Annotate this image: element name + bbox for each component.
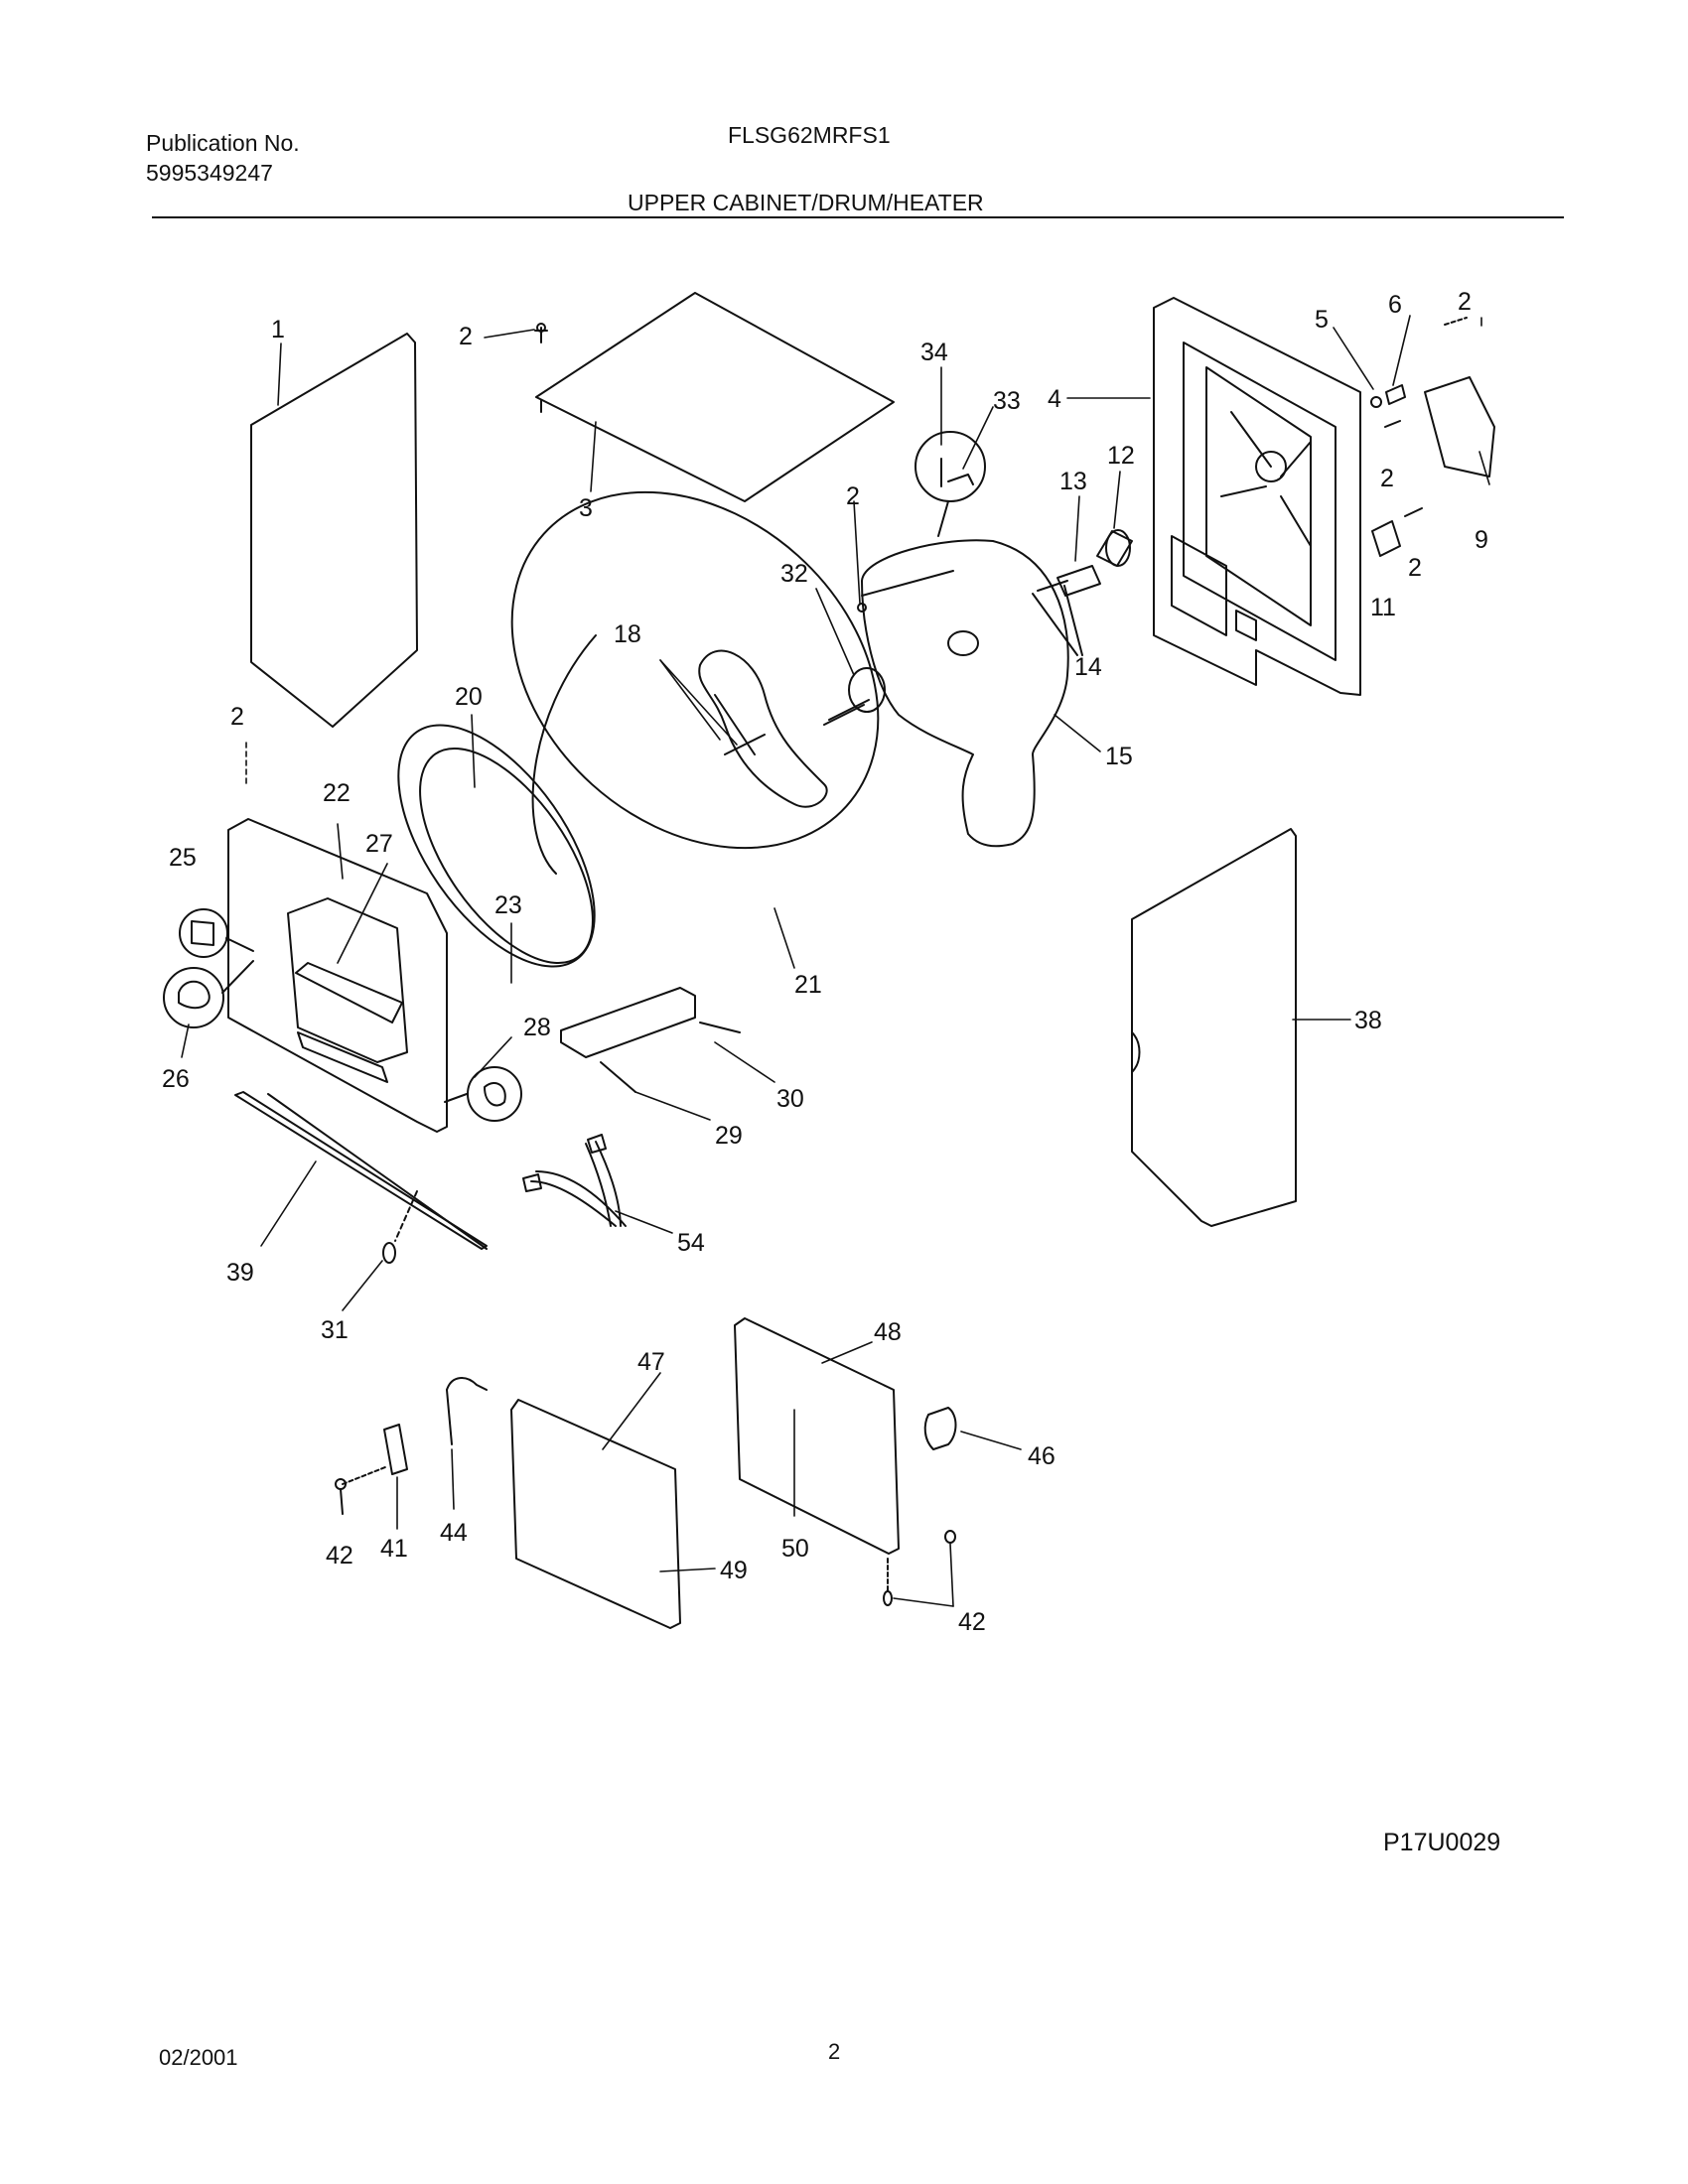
callout-part-28: 28 [523, 1014, 551, 1041]
callout-part-18: 18 [614, 620, 641, 648]
header-rule [152, 216, 1564, 218]
callout-part-2: 2 [1380, 465, 1394, 492]
front-bulkhead-part-22 [227, 818, 448, 1133]
callout-part-47: 47 [637, 1348, 665, 1376]
callout-part-25: 25 [169, 844, 197, 872]
callout-part-3: 3 [579, 494, 593, 522]
callout-part-30: 30 [776, 1085, 804, 1113]
side-panel-part-38 [1131, 828, 1297, 1227]
heater-cover-part-47 [510, 1399, 681, 1629]
callout-part-4: 4 [1048, 385, 1061, 413]
publication-label: Publication No. [146, 130, 300, 156]
footer-date: 02/2001 [159, 2045, 238, 2070]
heater-panel-parts-48-50 [734, 1317, 900, 1555]
callout-part-27: 27 [365, 830, 393, 858]
tube-part-44 [446, 1377, 488, 1445]
callout-part-6: 6 [1388, 291, 1402, 319]
side-panel-part-1 [250, 333, 418, 728]
callout-part-54: 54 [677, 1229, 705, 1257]
callout-part-48: 48 [874, 1318, 902, 1346]
heater-bracket-30-29 [560, 987, 741, 1093]
callout-part-5: 5 [1315, 306, 1329, 334]
callout-part-23: 23 [494, 891, 522, 919]
page-number: 2 [828, 2039, 841, 2064]
callout-part-2: 2 [1408, 554, 1422, 582]
callout-part-50: 50 [781, 1535, 809, 1563]
illustration-code: P17U0029 [1383, 1829, 1501, 1856]
callout-part-14: 14 [1074, 653, 1102, 681]
callout-part-39: 39 [226, 1259, 254, 1287]
callout-part-2: 2 [846, 482, 860, 510]
callout-part-42: 42 [958, 1608, 986, 1636]
rear-bearing-part-32 [823, 667, 886, 726]
detail-circle-28 [444, 1066, 522, 1122]
idler-assembly-12-13-14 [1032, 529, 1133, 656]
detail-circle-34-33 [914, 431, 986, 537]
callout-part-29: 29 [715, 1122, 743, 1150]
duct-strip-part-39 [234, 1091, 488, 1250]
model-number: FLSG62MRFS1 [728, 122, 891, 148]
cover-plate-part-9 [1424, 376, 1495, 478]
callout-part-2: 2 [459, 323, 473, 350]
hardware-5-6 [1370, 317, 1468, 428]
callout-part-46: 46 [1028, 1442, 1055, 1470]
callout-part-44: 44 [440, 1519, 468, 1547]
callout-part-1: 1 [271, 316, 285, 343]
callout-part-12: 12 [1107, 442, 1135, 470]
callout-part-26: 26 [162, 1065, 190, 1093]
detail-circles-25-26 [163, 908, 254, 1028]
callout-part-22: 22 [323, 779, 351, 807]
drum-part-21 [510, 490, 880, 875]
callout-part-2: 2 [1458, 288, 1472, 316]
callout-part-21: 21 [794, 971, 822, 999]
part-callouts: 1 2 3 34 33 4 5 6 2 2 9 2 11 12 13 14 2 … [162, 288, 1488, 1636]
callout-part-42: 42 [326, 1542, 353, 1570]
rear-bulkhead-part-4 [1153, 297, 1361, 696]
callout-part-49: 49 [720, 1557, 748, 1584]
section-title: UPPER CABINET/DRUM/HEATER [628, 190, 984, 215]
screw-2-top [534, 323, 548, 343]
callout-part-2: 2 [230, 703, 244, 731]
grommet-part-46 [923, 1407, 957, 1450]
drum-seals-20-23 [397, 724, 596, 968]
screw-part-31 [382, 1190, 418, 1264]
callout-part-20: 20 [455, 683, 483, 711]
callout-part-31: 31 [321, 1316, 349, 1344]
top-panel-part-3 [535, 292, 895, 502]
leader-lines [181, 315, 1490, 1607]
callout-part-41: 41 [380, 1535, 408, 1563]
callout-part-11: 11 [1370, 594, 1396, 621]
callout-part-34: 34 [920, 339, 948, 366]
callout-part-38: 38 [1354, 1007, 1382, 1034]
bracket-part-11 [1371, 507, 1423, 557]
callout-part-15: 15 [1105, 743, 1133, 770]
callout-part-13: 13 [1059, 468, 1087, 495]
callout-part-9: 9 [1475, 526, 1488, 554]
wire-harness-part-54 [522, 1134, 627, 1227]
blower-housing-part-15 [857, 539, 1069, 848]
callout-part-33: 33 [993, 387, 1021, 415]
publication-number: 5995349247 [146, 160, 273, 186]
small-bracket-parts-41-42 [335, 1424, 956, 1606]
callout-part-32: 32 [780, 560, 808, 588]
